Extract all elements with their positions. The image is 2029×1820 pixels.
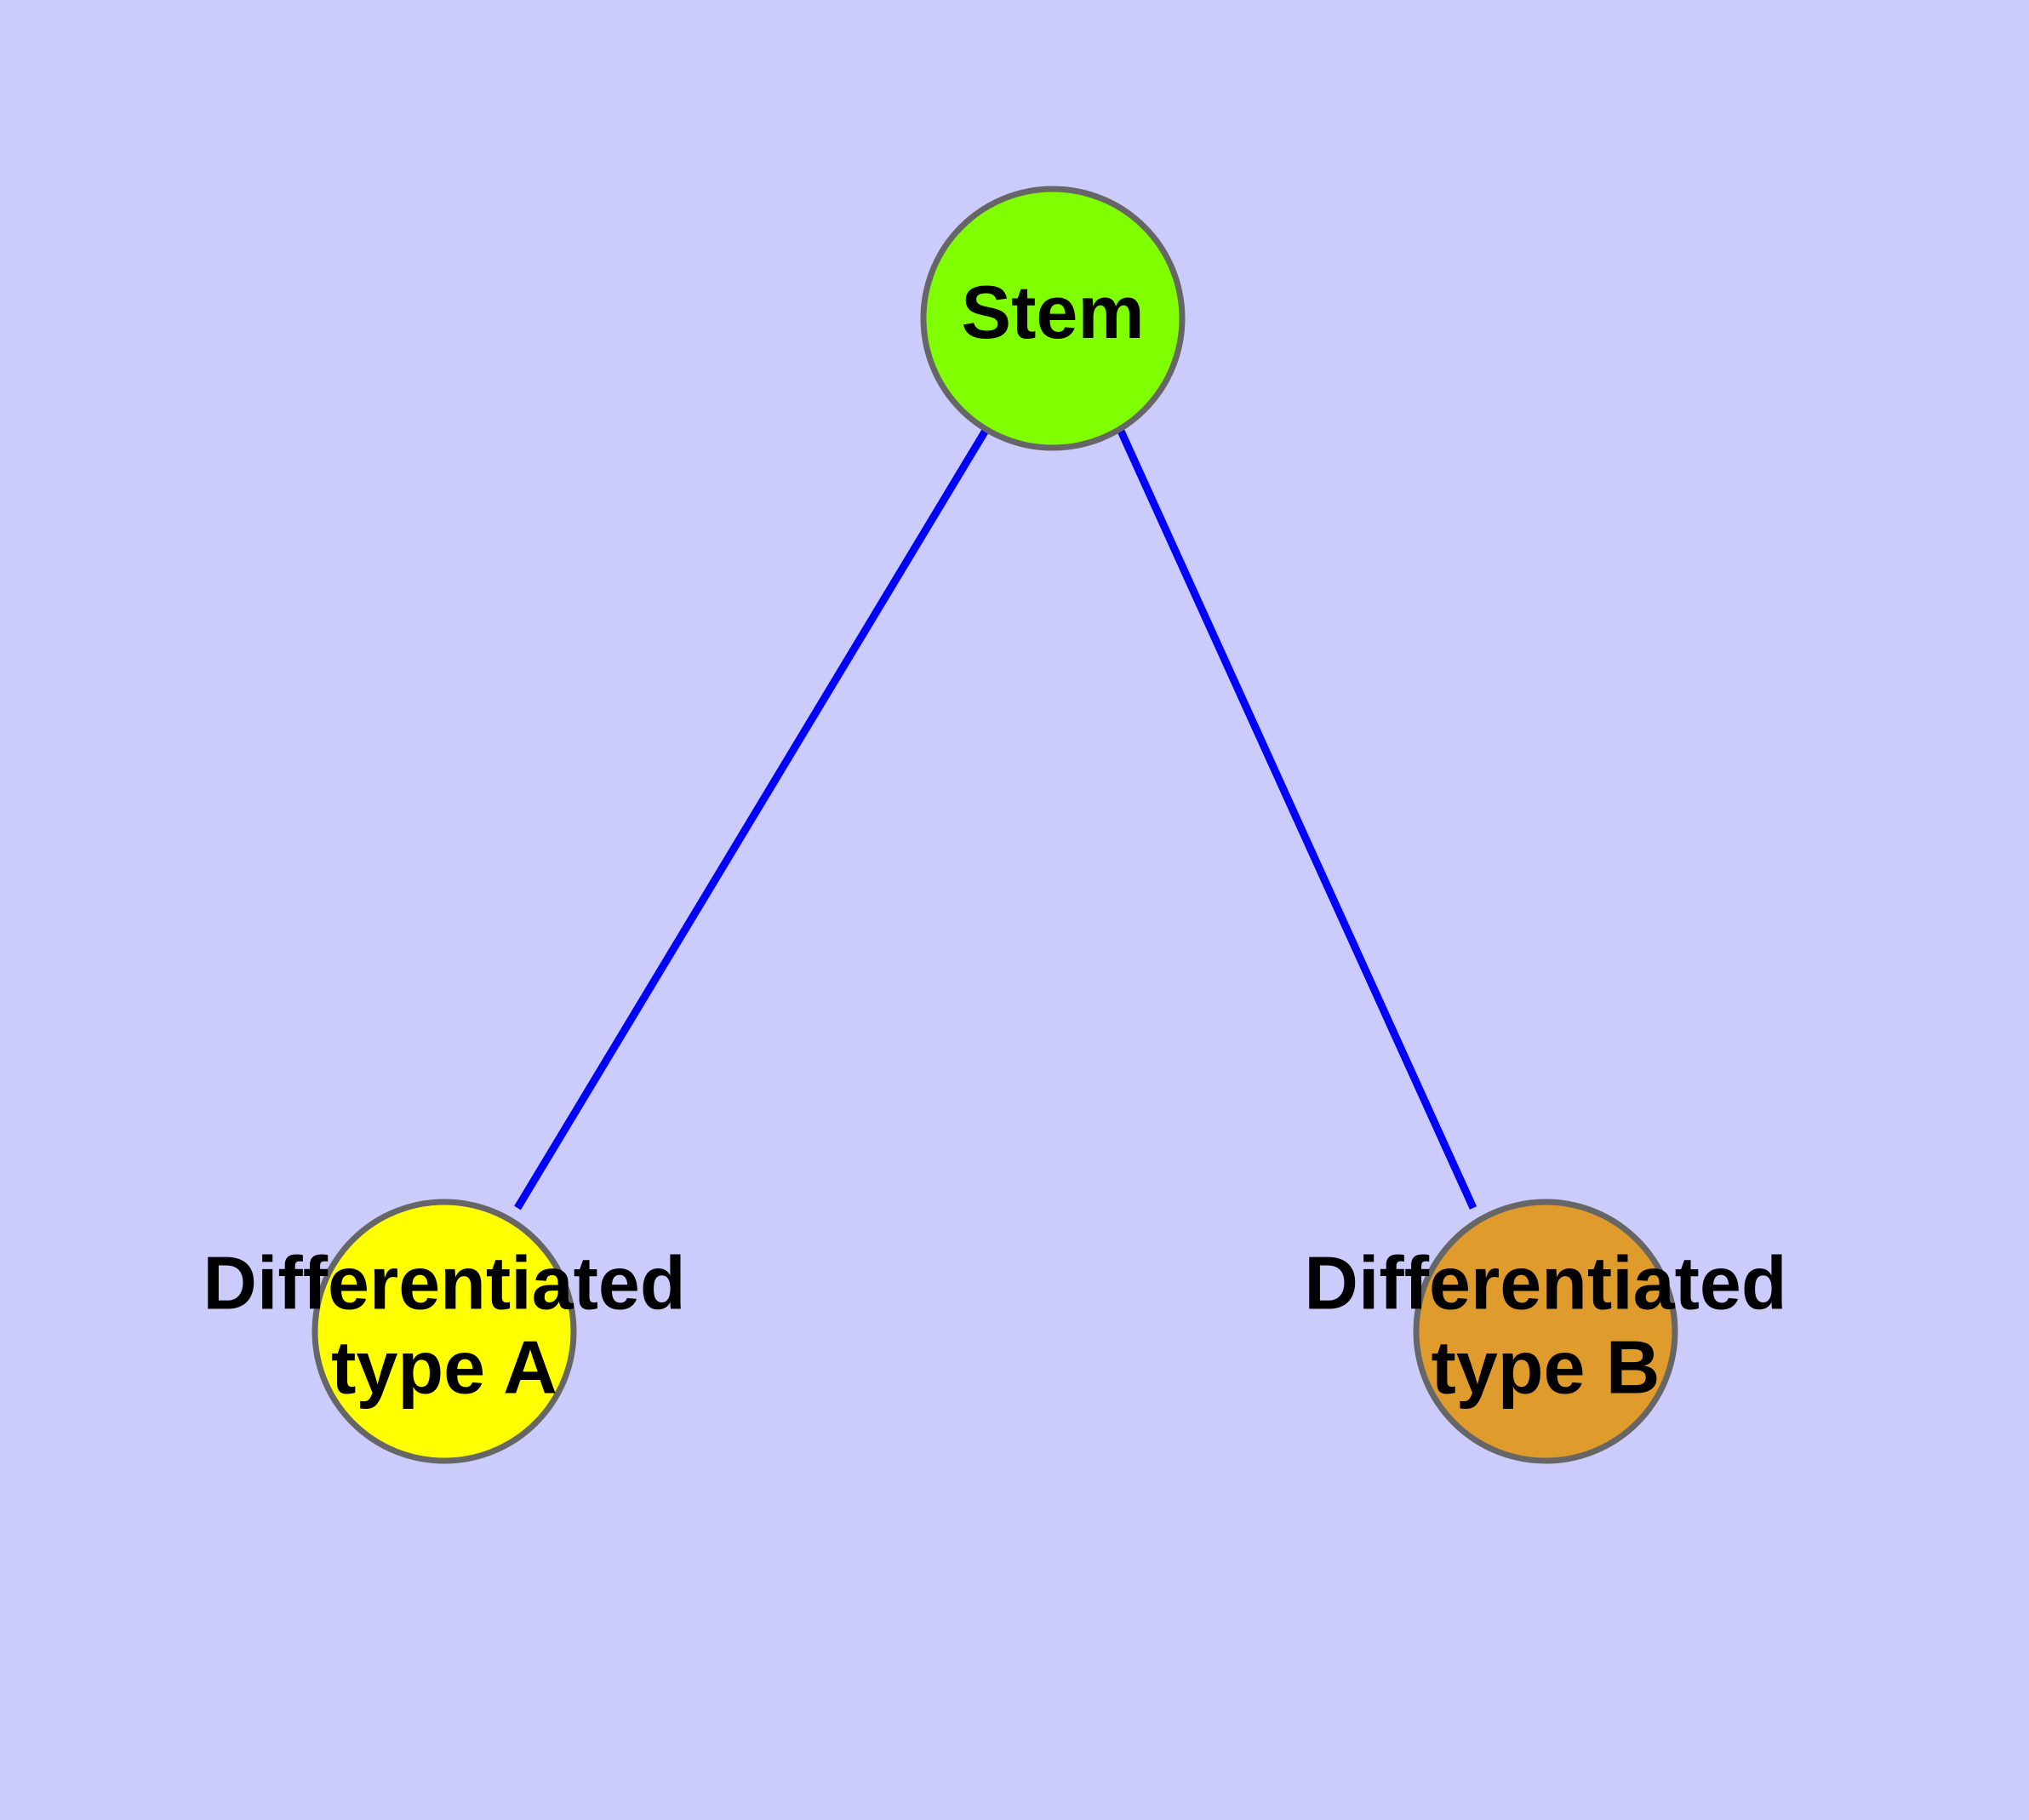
node-differentiated-type-b-circle[interactable]: [1413, 1199, 1678, 1464]
node-differentiated-type-b[interactable]: [1413, 1199, 1678, 1464]
node-differentiated-type-a-circle[interactable]: [311, 1199, 577, 1464]
node-stem[interactable]: [920, 186, 1186, 451]
edges-group: [514, 426, 1477, 1210]
edge-stem-to-differentiated-type-a[interactable]: [514, 426, 990, 1210]
node-stem-label: Stem: [961, 270, 1144, 354]
node-differentiated-type-a[interactable]: [311, 1199, 577, 1464]
edge-stem-to-differentiated-type-b[interactable]: [1116, 427, 1477, 1210]
nodes-group: [311, 186, 1678, 1464]
node-stem-circle[interactable]: [920, 186, 1186, 451]
